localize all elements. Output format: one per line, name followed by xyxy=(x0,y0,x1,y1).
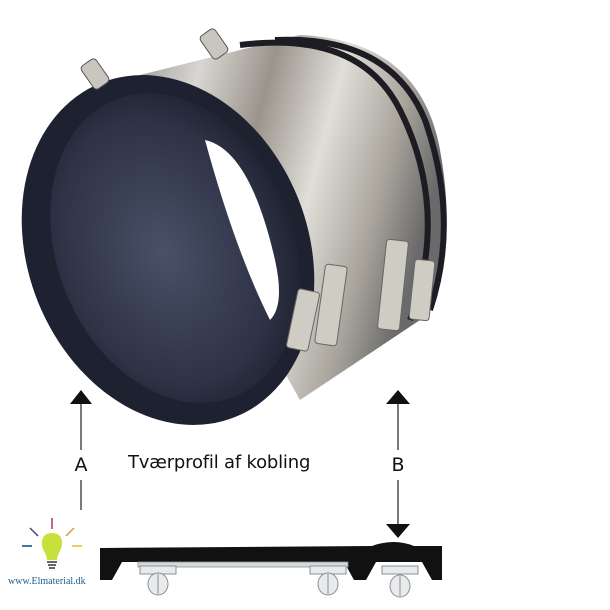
label-a: A xyxy=(74,454,88,476)
label-b: B xyxy=(391,454,405,476)
cross-section-profile xyxy=(100,542,442,598)
coupling-image xyxy=(21,28,447,425)
lightbulb-logo-icon xyxy=(22,518,82,569)
figure-title: Tværprofil af kobling xyxy=(128,452,311,473)
website-url: www.Elmaterial.dk xyxy=(8,576,86,587)
arrow-a-icon xyxy=(70,390,92,510)
arrow-b-icon xyxy=(386,390,410,538)
